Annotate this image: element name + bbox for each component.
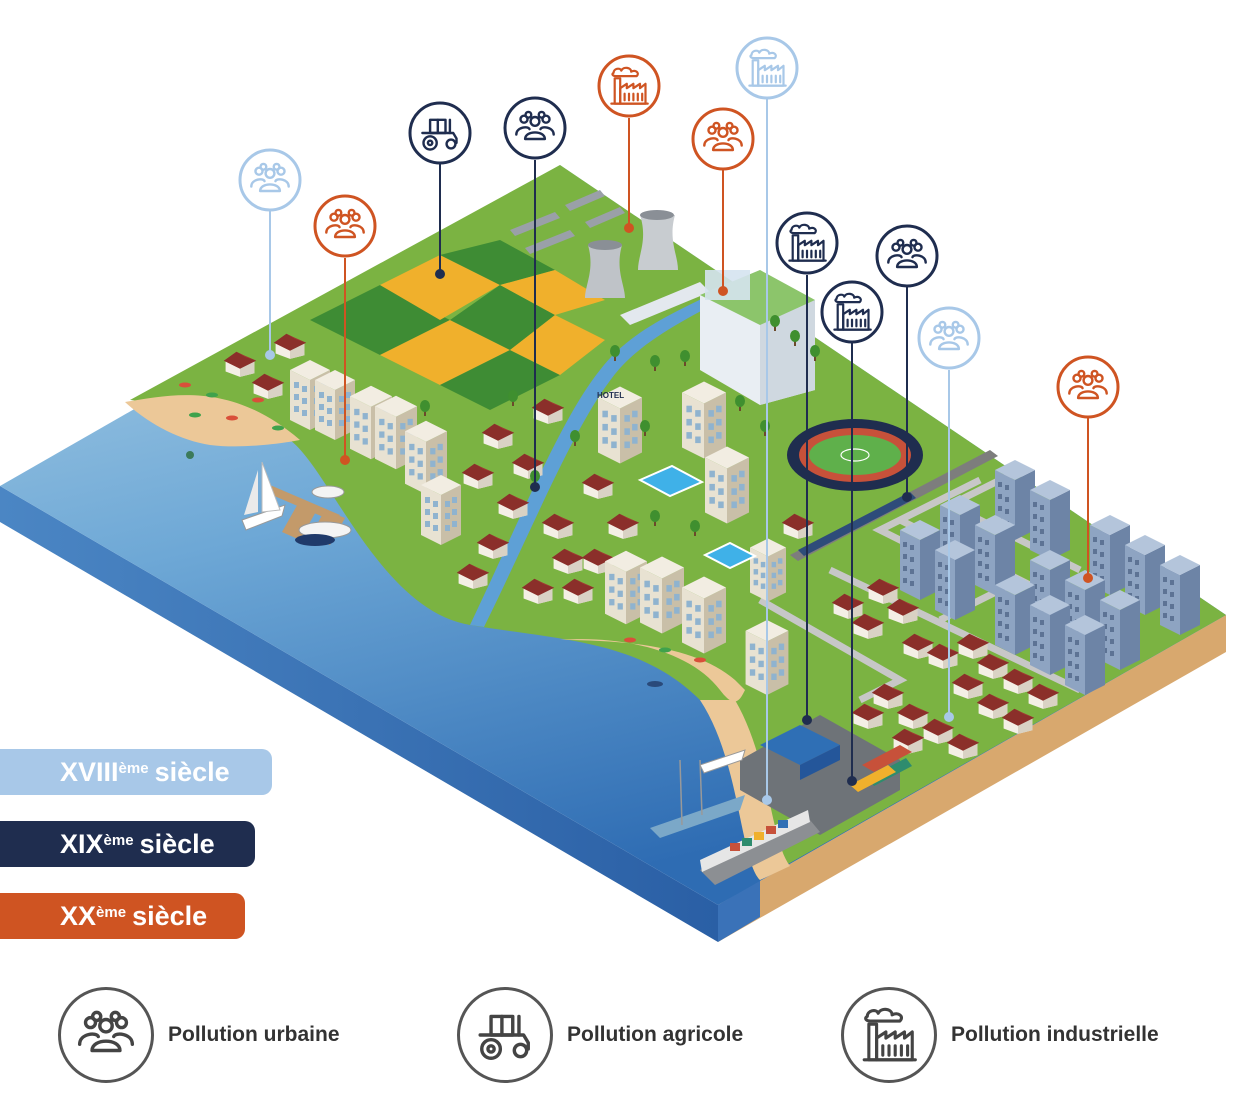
legend-label: Pollution agricole xyxy=(567,1023,744,1046)
power-plant xyxy=(510,190,678,298)
river xyxy=(470,290,728,627)
era-main: XVIII xyxy=(60,756,119,787)
marker-industrial-20c[interactable] xyxy=(597,54,661,118)
era-rest: siècle xyxy=(154,756,230,787)
marker-urban-20c[interactable] xyxy=(1056,355,1120,419)
marker-urban-19c[interactable] xyxy=(875,224,939,288)
marker-urban-18c[interactable] xyxy=(238,148,302,212)
marker-urban-20c[interactable] xyxy=(313,194,377,258)
era-rest: siècle xyxy=(132,900,208,931)
tractor-icon xyxy=(474,1004,536,1066)
marker-urban-18c[interactable] xyxy=(917,306,981,370)
marker-industrial-19c[interactable] xyxy=(775,211,839,275)
marker-agricultural-19c[interactable] xyxy=(408,101,472,165)
marker-industrial-19c[interactable] xyxy=(820,280,884,344)
marker-industrial-18c[interactable] xyxy=(735,36,799,100)
beach-left xyxy=(125,395,300,447)
factory-icon xyxy=(858,1004,920,1066)
era-main: XX xyxy=(60,900,97,931)
era-sup: ème xyxy=(96,903,127,921)
motorboats xyxy=(295,485,352,546)
era-sup: ème xyxy=(103,831,134,849)
markers xyxy=(238,36,1120,805)
small-trawler xyxy=(699,749,746,774)
legend-agricultural-pollution: Pollution agricole xyxy=(457,985,743,1085)
legend-urban-pollution: Pollution urbaine xyxy=(58,985,340,1085)
land-side-face xyxy=(718,615,1226,942)
port xyxy=(740,715,912,835)
pool xyxy=(637,464,705,498)
beach-right xyxy=(560,639,745,702)
legend-label: Pollution industrielle xyxy=(951,1023,1159,1046)
pool xyxy=(702,541,758,570)
era-sup: ème xyxy=(118,759,149,777)
legend-icon-circle xyxy=(58,987,154,1083)
legend-industrial-pollution: Pollution industrielle xyxy=(841,985,1159,1085)
fishing-boat xyxy=(650,759,745,838)
sea-side-face xyxy=(0,486,718,942)
hotel-sign: HOTEL xyxy=(597,391,624,400)
marker-urban-20c[interactable] xyxy=(691,107,755,171)
cargo-ship xyxy=(700,810,820,885)
marker-urban-19c[interactable] xyxy=(503,96,567,160)
railway xyxy=(790,450,998,561)
legend-icon-circle xyxy=(841,987,937,1083)
dam xyxy=(620,282,710,325)
people-group-icon xyxy=(75,1004,137,1066)
sailboat xyxy=(241,461,286,531)
stadium xyxy=(787,419,923,491)
legend-label: Pollution urbaine xyxy=(168,1023,340,1046)
era-main: XIX xyxy=(60,828,104,859)
beach-umbrellas xyxy=(179,382,706,687)
era-rest: siècle xyxy=(139,828,215,859)
legend-icon-circle xyxy=(457,987,553,1083)
